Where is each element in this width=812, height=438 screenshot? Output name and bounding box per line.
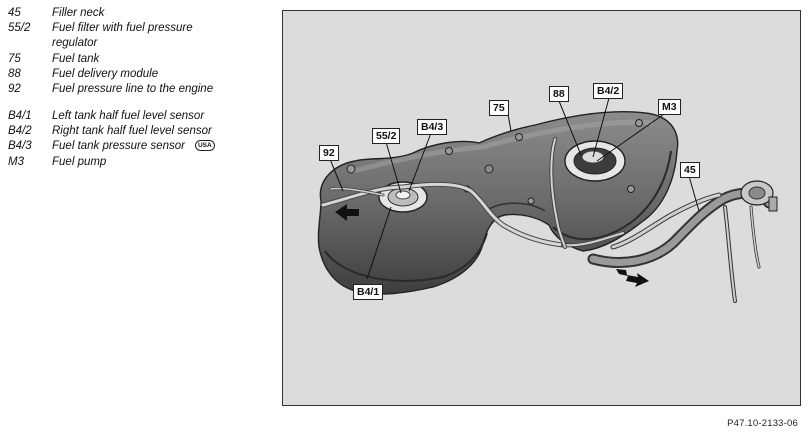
legend-description: Right tank half fuel level sensor: [52, 125, 212, 138]
legend-item-m3: M3 Fuel pump: [8, 155, 276, 170]
callout-b4-2: B4/2: [593, 83, 624, 99]
legend-description: Fuel filter with fuel pressure regulator: [52, 22, 193, 50]
leader-75: [507, 113, 512, 132]
legend-item-75: 75 Fuel tank: [8, 52, 276, 67]
leader-m3: [596, 111, 668, 162]
legend-description: Filler neck: [52, 7, 105, 19]
leader-b4-2: [592, 97, 610, 158]
legend-code: M3: [8, 155, 24, 168]
legend-description: Left tank half fuel level sensor: [52, 109, 205, 122]
leader-92: [329, 158, 344, 192]
leader-lines: [329, 97, 700, 280]
leader-88: [558, 100, 582, 156]
callout-88: 88: [549, 86, 569, 102]
fuel-tank-illustration: [317, 97, 778, 303]
right-flange: [564, 140, 626, 182]
right-flow-arrow: [616, 269, 649, 287]
legend-code: 55/2: [8, 22, 31, 35]
callout-75: 75: [489, 100, 509, 116]
legend-description: Fuel pressure line to the engine: [52, 83, 214, 96]
callout-45: 45: [680, 162, 700, 178]
legend-item-45: 45 Filler neck: [8, 6, 276, 21]
legend-description: Fuel delivery module: [52, 68, 159, 81]
legend-code: B4/3: [8, 140, 32, 153]
fuel-tank-figure: 92 55/2 B4/3 B4/1 75 88 B4/2 M3 45: [282, 10, 801, 406]
legend-code: 75: [8, 52, 21, 65]
legend-code: B4/1: [8, 109, 32, 122]
leader-b4-3: [408, 132, 432, 192]
callout-b4-3: B4/3: [417, 119, 448, 135]
callout-55-2: 55/2: [372, 128, 401, 144]
legend-item-b4-1: B4/1 Left tank half fuel level sensor: [8, 109, 276, 124]
legend-description: Fuel pump: [52, 155, 107, 168]
callout-m3: M3: [658, 99, 681, 115]
filler-neck: [587, 180, 778, 303]
legend-description: Fuel tank pressure sensor USA: [52, 139, 276, 154]
flow-arrows: [335, 204, 649, 287]
legend: 45 Filler neck 55/2 Fuel filter with fue…: [8, 6, 276, 170]
leader-b4-1: [366, 206, 392, 280]
legend-spacer: [8, 98, 276, 109]
fuel-lines: [320, 137, 625, 249]
legend-item-92: 92 Fuel pressure line to the engine: [8, 82, 276, 97]
legend-description: Fuel tank: [52, 52, 100, 65]
leader-45: [688, 175, 700, 212]
callout-92: 92: [319, 145, 339, 161]
legend-item-b4-2: B4/2 Right tank half fuel level sensor: [8, 124, 276, 139]
callout-b4-1: B4/1: [353, 284, 384, 300]
usa-badge: USA: [194, 139, 215, 151]
legend-code: 45: [8, 7, 21, 19]
legend-item-88: 88 Fuel delivery module: [8, 67, 276, 82]
legend-code: 88: [8, 68, 21, 81]
leader-55-2: [385, 141, 402, 194]
figure-reference: P47.10-2133-06: [727, 418, 798, 429]
legend-item-55-2: 55/2 Fuel filter with fuel pressure regu…: [8, 21, 276, 52]
left-flow-arrow: [335, 204, 359, 221]
legend-code: B4/2: [8, 125, 32, 138]
legend-code: 92: [8, 83, 21, 96]
legend-description-text: Fuel tank pressure sensor: [52, 140, 185, 153]
legend-item-b4-3: B4/3 Fuel tank pressure sensor USA: [8, 139, 276, 154]
